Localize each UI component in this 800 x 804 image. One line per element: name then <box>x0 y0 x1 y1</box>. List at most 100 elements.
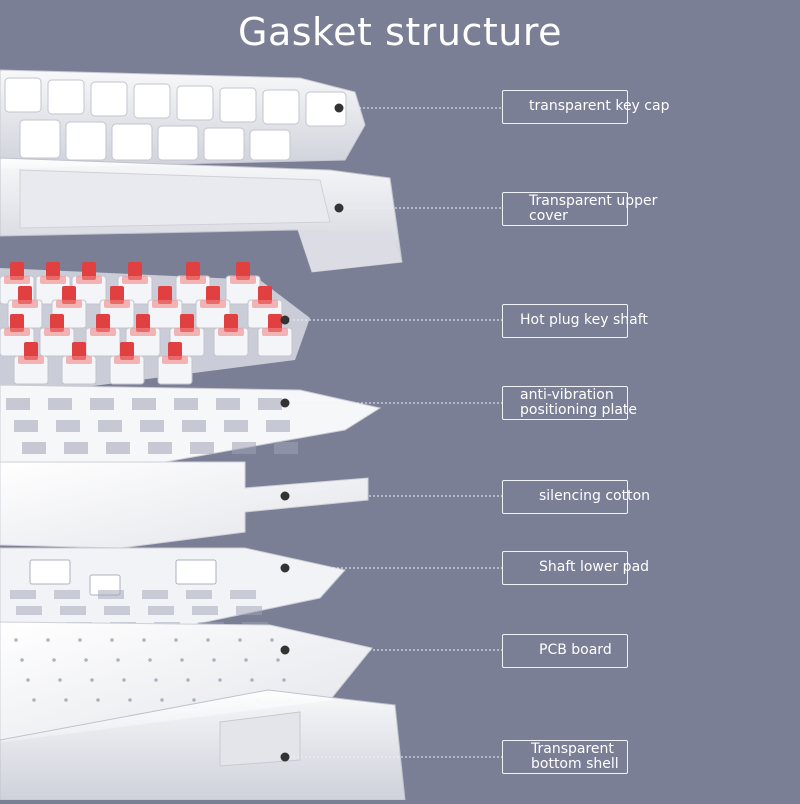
pad-hole <box>192 606 218 615</box>
diagram-title: Gasket structure <box>238 10 562 54</box>
switch <box>257 314 293 357</box>
label-lower-pad: Shaft lower pad <box>502 551 649 585</box>
plate-hole <box>190 442 214 454</box>
pcb-dot <box>78 638 82 642</box>
switch-stem <box>268 314 282 332</box>
switch-top <box>90 328 116 336</box>
switch-stem <box>82 262 96 280</box>
pad-hole <box>104 606 130 615</box>
plate-hole <box>90 398 114 410</box>
plate-hole <box>22 442 46 454</box>
plate-hole <box>48 398 72 410</box>
switch-stem <box>128 262 142 280</box>
pad-hole <box>230 590 256 599</box>
switch-stem <box>18 286 32 304</box>
label-bottom-shell: Transparent bottom shell <box>502 740 628 774</box>
switch <box>13 342 49 385</box>
anchor-dot-bottom-shell <box>280 752 290 762</box>
pcb-dot <box>212 658 216 662</box>
plate-hole <box>14 420 38 432</box>
label-bottom-shell-text: Transparent bottom shell <box>531 741 619 772</box>
label-switch-text: Hot plug key shaft <box>520 312 648 328</box>
switch-top <box>66 356 92 364</box>
switch-stem <box>72 342 86 360</box>
switch-stem <box>206 286 220 304</box>
switch-top <box>174 328 200 336</box>
label-plate-text: anti-vibration positioning plate <box>520 387 638 418</box>
switch-top <box>230 276 256 284</box>
pcb-dot <box>192 698 196 702</box>
switch-stem <box>10 314 24 332</box>
switch-stem <box>136 314 150 332</box>
plate-hole <box>140 420 164 432</box>
switch <box>175 262 211 305</box>
plate-hole <box>258 398 282 410</box>
switch-top <box>152 300 178 308</box>
switch <box>117 262 153 305</box>
switch <box>213 314 249 357</box>
switch-top <box>114 356 140 364</box>
pcb-dot <box>154 678 158 682</box>
switch <box>61 342 97 385</box>
label-upper-cover-text: Transparent upper cover <box>529 193 658 224</box>
switch <box>35 262 71 305</box>
pcb-dot <box>160 698 164 702</box>
anchor-dot-plate <box>280 398 290 408</box>
pcb-dot <box>244 658 248 662</box>
plate-hole <box>266 420 290 432</box>
pcb-dot <box>14 638 18 642</box>
switch-top <box>218 328 244 336</box>
switch <box>225 262 261 305</box>
pcb-dot <box>122 678 126 682</box>
label-keycap-text: transparent key cap <box>529 98 670 114</box>
label-keycap: transparent key cap <box>502 90 669 124</box>
anchor-dot-upper-cover <box>334 203 344 213</box>
anchor-dot-switch <box>280 315 290 325</box>
switch-top <box>122 276 148 284</box>
switch-top <box>76 276 102 284</box>
switch-layer <box>0 262 310 398</box>
pcb-dot <box>148 658 152 662</box>
pcb-dot <box>250 678 254 682</box>
plate-hole <box>56 420 80 432</box>
label-upper-cover: Transparent upper cover <box>502 192 657 226</box>
cotton-layer <box>0 461 369 549</box>
label-cotton-text: silencing cotton <box>539 488 651 504</box>
plate-hole <box>106 442 130 454</box>
switch <box>39 314 75 357</box>
keycap-layer <box>0 69 366 169</box>
pcb-dot <box>20 658 24 662</box>
switch-top <box>130 328 156 336</box>
upper-cover-layer <box>0 157 403 273</box>
switch-stem <box>110 286 124 304</box>
switch-top <box>200 300 226 308</box>
switch-stem <box>120 342 134 360</box>
label-lower-pad-text: Shaft lower pad <box>539 559 650 575</box>
pcb-dot <box>96 698 100 702</box>
switch <box>147 286 183 329</box>
pad-hole <box>236 606 262 615</box>
plate-hole <box>132 398 156 410</box>
pcb-dot <box>52 658 56 662</box>
switch-top <box>12 300 38 308</box>
plate-hole <box>6 398 30 410</box>
anchor-dot-cotton <box>280 491 290 501</box>
bottom-shell-layer <box>0 689 406 801</box>
plate-hole <box>174 398 198 410</box>
switch-stem <box>168 342 182 360</box>
switch <box>85 314 121 357</box>
plate-hole <box>148 442 172 454</box>
switch-stem <box>24 342 38 360</box>
pcb-dot <box>32 698 36 702</box>
pcb-dot <box>58 678 62 682</box>
pcb-dot <box>218 678 222 682</box>
pcb-dot <box>110 638 114 642</box>
switch <box>125 314 161 357</box>
switch <box>195 286 231 329</box>
switch-stem <box>46 262 60 280</box>
switch-top <box>4 328 30 336</box>
pcb-dot <box>90 678 94 682</box>
pcb-dot <box>180 658 184 662</box>
pcb-dot <box>128 698 132 702</box>
